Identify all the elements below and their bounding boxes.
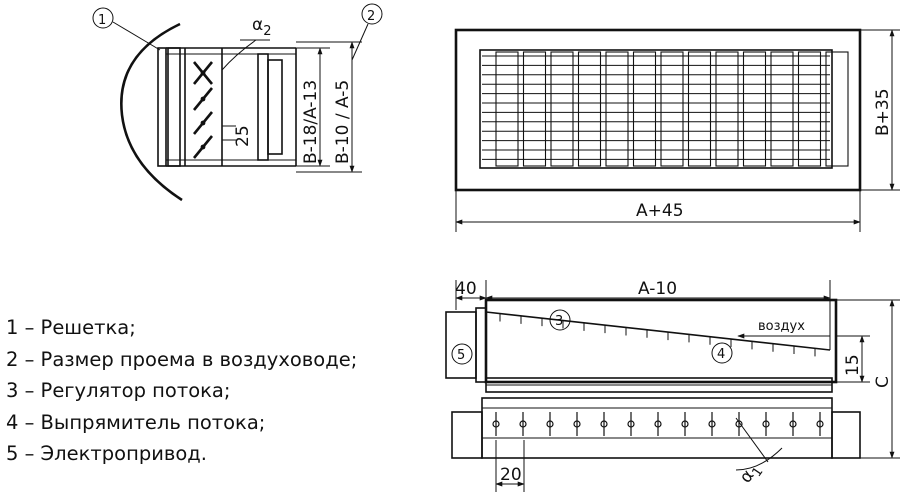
dim-front-width: A+45 — [636, 201, 684, 221]
grille-pin-head — [816, 420, 824, 428]
grille-section — [481, 397, 833, 459]
legend-item-grille: 1 – Решетка; — [6, 316, 136, 339]
damper-housing — [484, 298, 838, 384]
callout-5-circle — [451, 343, 473, 365]
regulator-ticks — [499, 313, 816, 357]
grille-blades — [482, 51, 849, 167]
legend-item-flow-straightener: 4 – Выпрямитель потока; — [6, 410, 266, 434]
callout-1: 1 — [98, 13, 106, 28]
dim-inner-size: B-18/A-13 — [301, 80, 321, 164]
grille-arc — [120, 22, 183, 202]
side-view: α2 25 B-18/A-13 B-10 / A-5 1 2 — [92, 3, 383, 202]
flow-regulator-line — [485, 311, 831, 351]
grille-pin-head — [789, 420, 797, 428]
grille-bar — [825, 51, 849, 167]
dim-blade-pitch: 25 — [233, 125, 253, 147]
grille-frame-inner — [167, 47, 181, 167]
grille-pin-head — [735, 420, 743, 428]
grille-pin-head — [600, 420, 608, 428]
section-view: 40 A-10 воздух 15 C 20 α1 3 4 5 — [445, 279, 900, 492]
grille-bar — [550, 51, 574, 167]
grille-bar — [797, 51, 822, 167]
grille-bar — [577, 51, 602, 167]
grille-bar — [687, 51, 712, 167]
grille-pin-head — [654, 420, 662, 428]
callout-3: 3 — [555, 314, 563, 329]
dim-15: 15 — [843, 354, 863, 376]
callout-4-circle — [711, 342, 733, 364]
grille-pin-head — [492, 420, 500, 428]
legend-item-opening-size: 2 – Размер проема в воздуховоде; — [6, 347, 358, 371]
louver-blades — [192, 61, 214, 159]
front-view: B+35 A+45 — [454, 28, 900, 232]
grille-pin-head — [708, 420, 716, 428]
grille-bar — [715, 51, 739, 167]
legend: 1 – Решетка; 2 – Размер проема в воздухо… — [6, 312, 446, 470]
callout-2: 2 — [367, 9, 375, 24]
grille-pin-head — [627, 420, 635, 428]
legend-item-flow-regulator: 3 – Регулятор потока; — [6, 379, 231, 402]
dim-front-height: B+35 — [873, 88, 893, 136]
callout-5: 5 — [457, 348, 465, 363]
grille-pin-head — [762, 420, 770, 428]
grille-inner-frame — [479, 49, 833, 169]
grille-bar — [660, 51, 684, 167]
dim-c: C — [873, 376, 893, 388]
grille-pin-head — [546, 420, 554, 428]
grille-outer-frame — [454, 28, 862, 192]
actuator-box — [445, 311, 477, 379]
grille-frame — [157, 47, 167, 167]
alpha2-symbol: α2 — [252, 15, 272, 39]
grille-pin-head — [519, 420, 527, 428]
callout-2-circle — [361, 3, 383, 25]
grille-bar — [522, 51, 547, 167]
alpha1-symbol: α1 — [736, 459, 767, 489]
callout-4: 4 — [717, 347, 725, 362]
dim-section-width: A-10 — [638, 279, 677, 299]
grille-pin-head — [681, 420, 689, 428]
dim-outer-size: B-10 / A-5 — [333, 80, 353, 164]
grille-bar — [495, 51, 519, 167]
dim-pin-pitch: 20 — [500, 465, 522, 485]
legend-item-actuator: 5 – Электропривод. — [6, 442, 207, 465]
damper-plate — [257, 53, 269, 161]
callout-1-circle — [92, 7, 114, 29]
grille-pin-head — [573, 420, 581, 428]
airflow-label: воздух — [758, 319, 805, 334]
grille-bar — [605, 51, 629, 167]
grille-bar — [770, 51, 794, 167]
grille-bar — [632, 51, 657, 167]
callout-3-circle — [549, 309, 571, 331]
dim-actuator-offset: 40 — [455, 279, 477, 299]
grille-pins — [492, 412, 824, 436]
grille-bar — [742, 51, 767, 167]
